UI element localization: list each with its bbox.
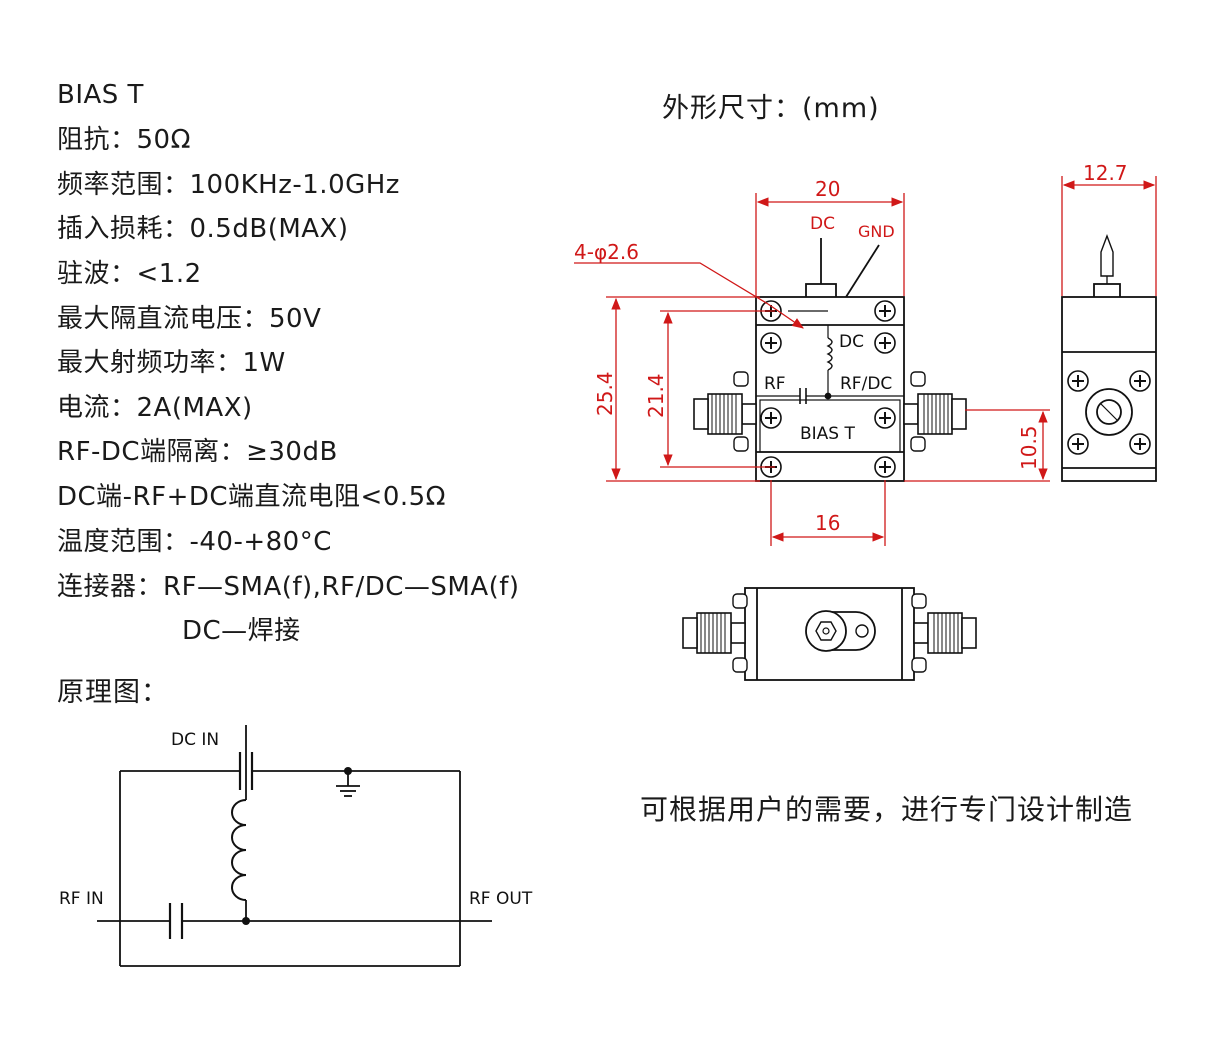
dim-height: 25.4 (593, 371, 617, 416)
front-view (755, 238, 905, 482)
front-dimension-lines (574, 193, 1050, 546)
spec-current: 电流：2A(MAX) (57, 393, 253, 423)
spec-vswr: 驻波：<1.2 (57, 259, 202, 289)
spec-max-dc-voltage: 最大隔直流电压：50V (57, 304, 322, 334)
inner-rfdc-label: RF/DC (840, 374, 892, 394)
inner-rf-label: RF (764, 374, 786, 394)
side-dimension-lines (1061, 176, 1157, 296)
inner-dc-label: DC (839, 332, 864, 352)
inner-name-label: BIAS T (800, 424, 856, 444)
rf-in-label: RF IN (59, 889, 104, 909)
dim-width: 20 (815, 177, 840, 201)
dc-in-label: DC IN (171, 730, 219, 750)
spec-product-name: BIAS T (57, 80, 144, 110)
custom-design-note: 可根据用户的需要，进行专门设计制造 (640, 793, 1134, 826)
dim-depth: 12.7 (1083, 161, 1128, 185)
rfdc-sma-connector (903, 393, 967, 435)
hole-note: 4-φ2.6 (574, 240, 639, 264)
rf-out-label: RF OUT (469, 889, 533, 909)
dim-hole-height: 21.4 (644, 373, 668, 418)
spec-impedance: 阻抗：50Ω (57, 125, 191, 155)
spec-dc-resistance: DC端-RF+DC端直流电阻<0.5Ω (57, 482, 447, 512)
dim-connector-height: 10.5 (1017, 425, 1041, 470)
spec-max-rf-power: 最大射频功率：1W (57, 348, 286, 378)
spec-connectors: 连接器：RF—SMA(f),RF/DC—SMA(f) (57, 572, 520, 602)
spec-isolation: RF-DC端隔离：≥30dB (57, 437, 338, 467)
spec-insertion-loss: 插入损耗：0.5dB(MAX) (57, 214, 349, 244)
ground-node (344, 767, 352, 775)
dim-hole-spacing: 16 (815, 511, 840, 535)
junction-node (242, 917, 250, 925)
spec-frequency: 频率范围：100KHz-1.0GHz (57, 170, 400, 200)
spec-dc-connector: DC—焊接 (182, 616, 301, 646)
top-view (744, 587, 915, 681)
top-rf-sma-connector (682, 612, 746, 654)
top-side-screws (732, 593, 927, 673)
drawing-title: 外形尺寸：(mm) (662, 93, 880, 124)
schematic-diagram (97, 725, 492, 967)
top-rfdc-sma-connector (913, 612, 977, 654)
rf-sma-connector (693, 393, 757, 435)
front-side-screws (733, 371, 926, 452)
pin-dc-label: DC (810, 214, 835, 234)
schematic-title: 原理图： (57, 677, 169, 708)
spec-temperature: 温度范围：-40-+80°C (57, 527, 332, 557)
pin-gnd-label: GND (858, 222, 895, 241)
